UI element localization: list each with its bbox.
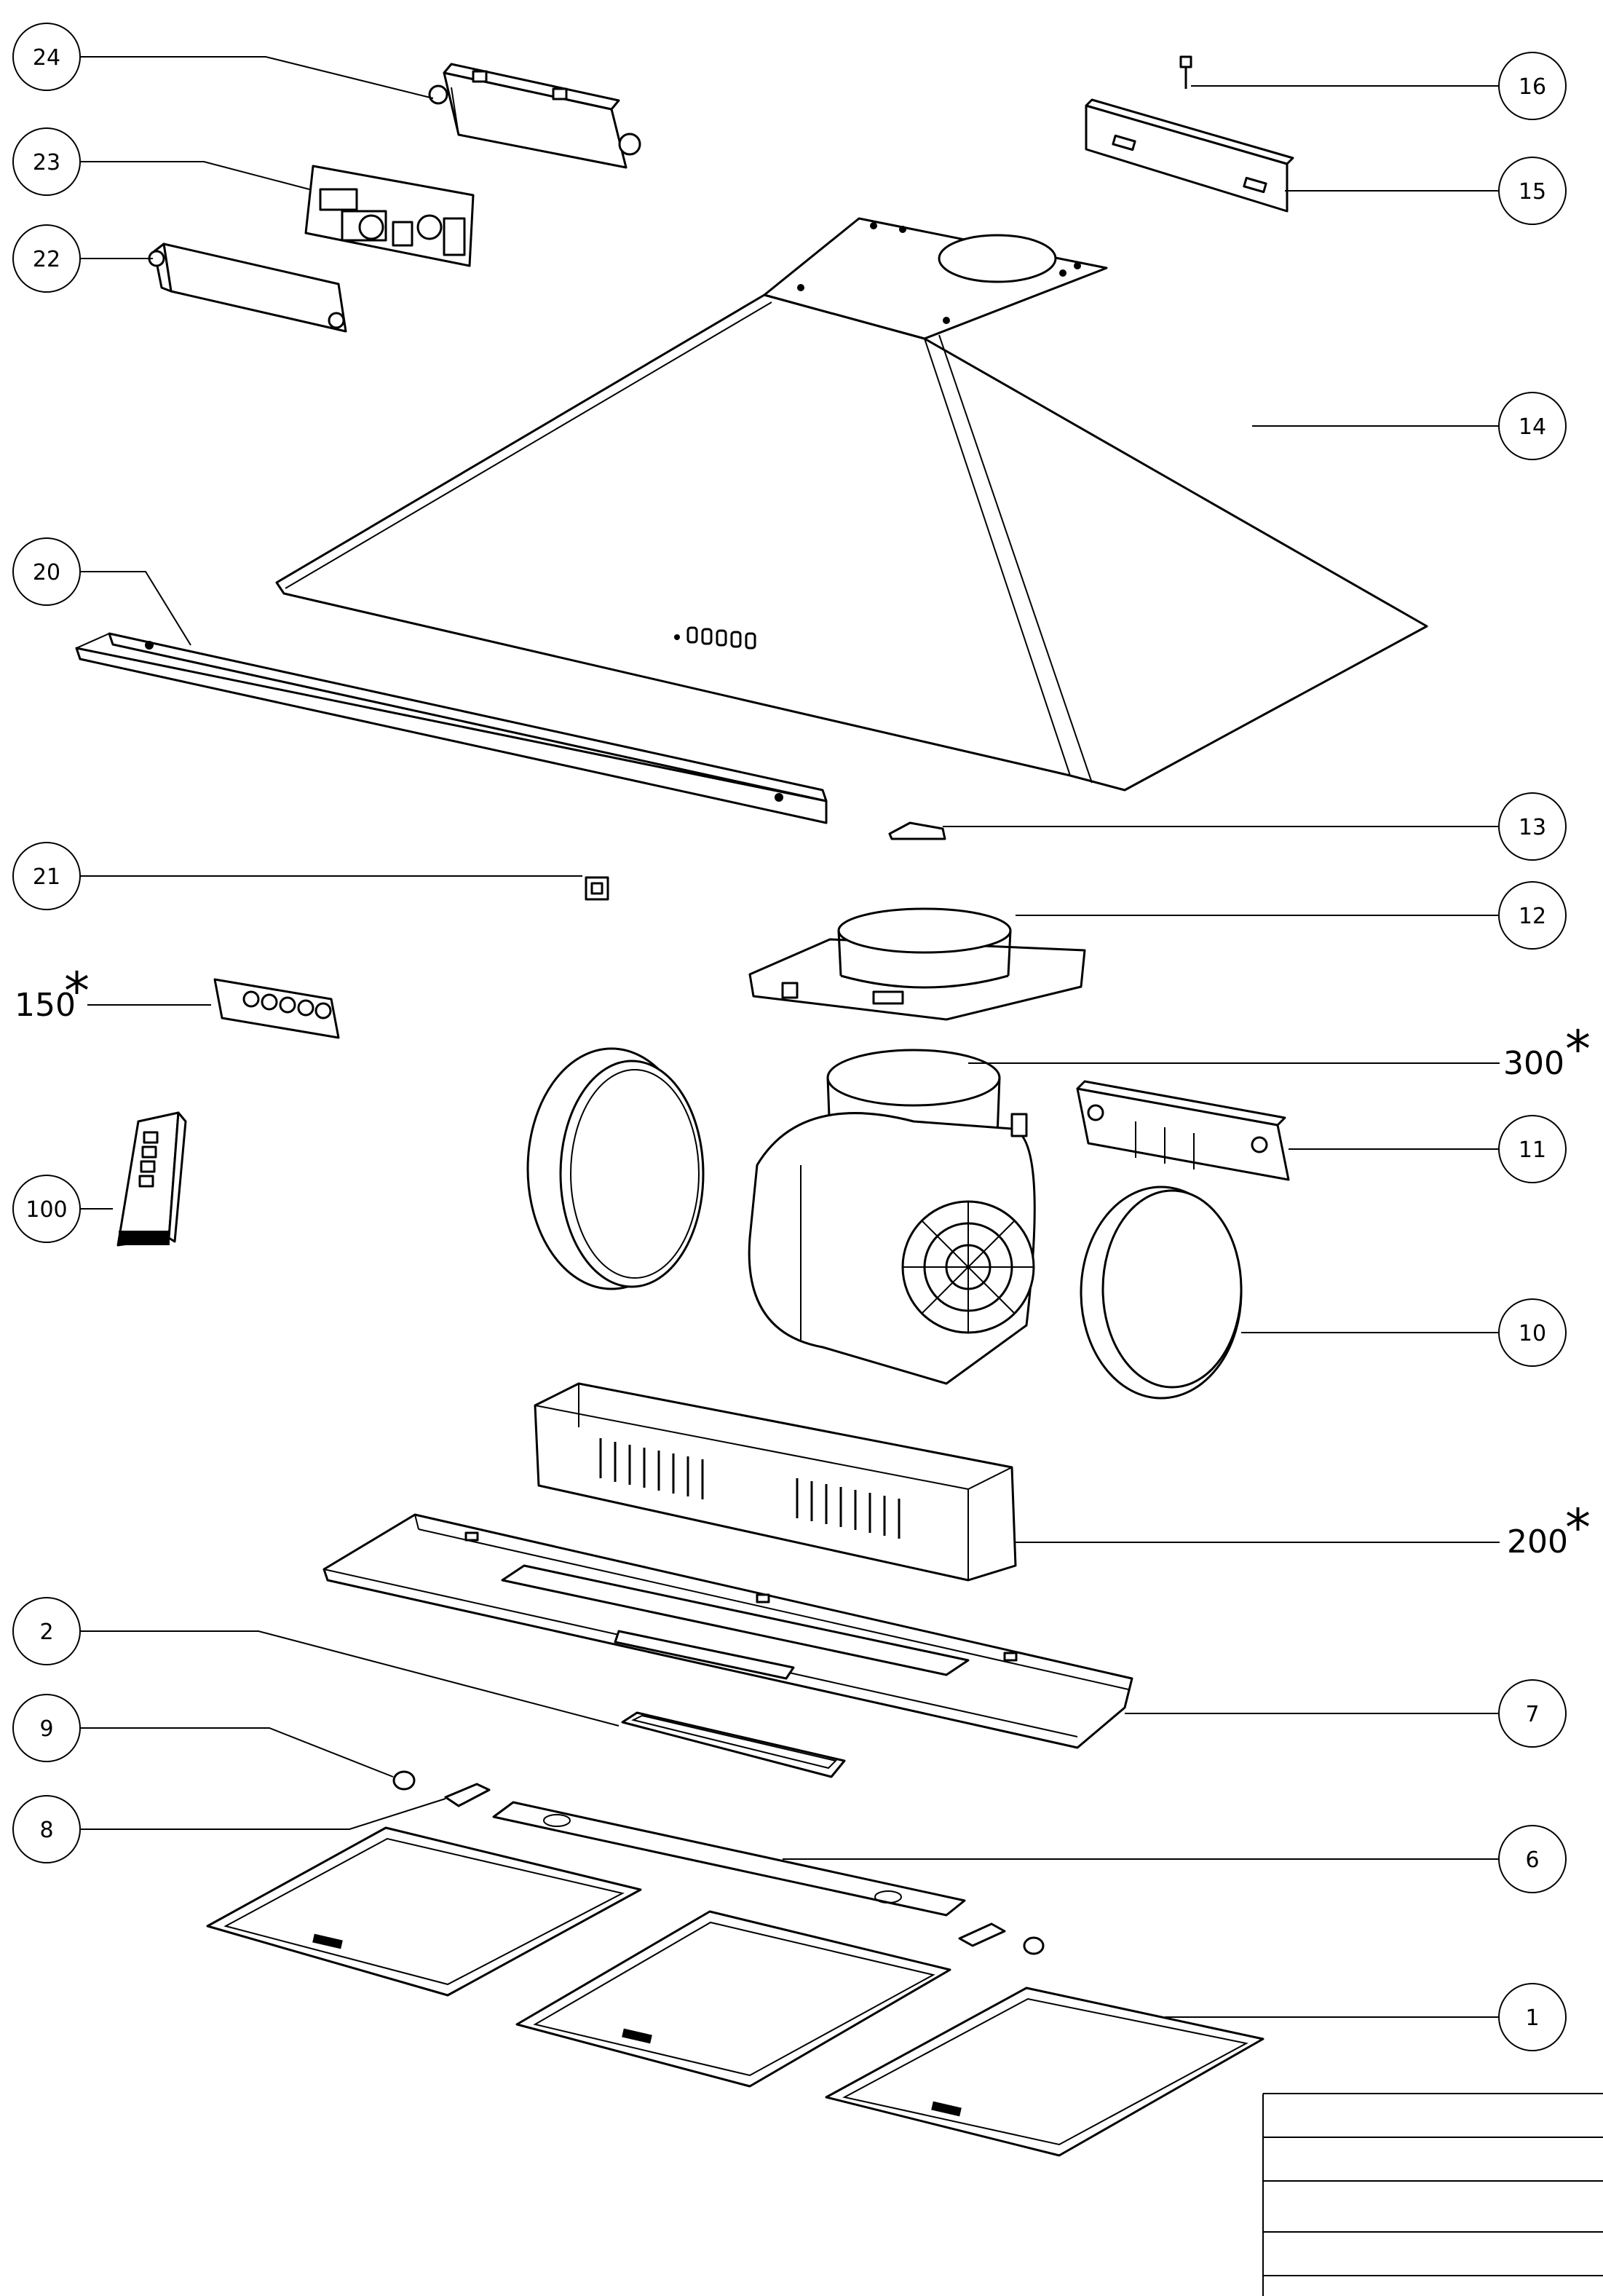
part-8-clip-right: [958, 1922, 1006, 1947]
callout-23: 23: [12, 127, 81, 196]
part-20-rail: [75, 632, 828, 824]
part-10-filter-left: [526, 1047, 705, 1290]
callout-24: 24: [12, 23, 81, 91]
title-block: [1262, 2093, 1603, 2296]
part-9-cap-right: [1023, 1936, 1045, 1955]
part-1-grease-filter-right: [825, 1987, 1264, 2157]
callout-100: 100: [12, 1175, 81, 1243]
svg-text:13: 13: [1519, 815, 1546, 840]
svg-text:12: 12: [1519, 904, 1546, 929]
callout-7: 7: [1498, 1679, 1567, 1748]
svg-text:7: 7: [1525, 1702, 1539, 1727]
part-6-front-strip: [492, 1801, 966, 1917]
callout-14: 14: [1498, 392, 1567, 460]
svg-text:21: 21: [33, 864, 60, 890]
part-22-cover: [148, 242, 347, 333]
callout-22: 22: [12, 224, 81, 293]
svg-text:10: 10: [1519, 1321, 1546, 1346]
part-100-remote: [116, 1111, 187, 1247]
callout-9: 9: [12, 1694, 81, 1762]
callout-8: 8: [12, 1795, 81, 1863]
part-21-switch: [585, 876, 609, 901]
callout-20: 20: [12, 537, 81, 606]
part-12-mounting-plate: [748, 907, 1086, 1021]
part-7-base-frame: [322, 1513, 1133, 1749]
part-10-filter-right: [1080, 1186, 1243, 1400]
svg-text:300: 300: [1503, 1045, 1564, 1082]
callout-21: 21: [12, 842, 81, 910]
label-300: 300 *: [1503, 1019, 1591, 1082]
svg-text:100: 100: [25, 1197, 67, 1223]
callout-11: 11: [1498, 1115, 1567, 1183]
part-300-blower: [748, 1049, 1036, 1385]
svg-text:23: 23: [33, 150, 60, 175]
svg-text:1: 1: [1525, 2005, 1539, 2031]
svg-text:2: 2: [39, 1620, 53, 1645]
svg-text:*: *: [1565, 1498, 1591, 1558]
svg-text:15: 15: [1519, 179, 1546, 205]
svg-text:200: 200: [1507, 1523, 1568, 1561]
svg-text:24: 24: [33, 45, 60, 71]
part-9-cap-left: [392, 1770, 416, 1791]
leader-lines: [80, 56, 1500, 2018]
part-2-lens: [621, 1711, 846, 1778]
svg-text:6: 6: [1525, 1847, 1539, 1873]
svg-text:11: 11: [1519, 1137, 1546, 1163]
callout-2: 2: [12, 1597, 81, 1665]
callout-15: 15: [1498, 157, 1567, 225]
callout-12: 12: [1498, 881, 1567, 950]
svg-text:20: 20: [33, 560, 60, 585]
part-11-bracket: [1076, 1080, 1290, 1181]
callout-6: 6: [1498, 1825, 1567, 1893]
part-16-screw: [1179, 55, 1192, 89]
part-150-control-board: [213, 978, 340, 1039]
svg-text:14: 14: [1519, 414, 1546, 440]
part-1-grease-filter-left: [206, 1826, 642, 1997]
callout-13: 13: [1498, 792, 1567, 861]
part-1-grease-filter-middle: [515, 1910, 951, 2088]
part-13-clip: [888, 821, 946, 840]
svg-text:16: 16: [1519, 74, 1546, 100]
part-24-bracket: [428, 63, 641, 169]
part-15-top-bracket: [1085, 98, 1294, 213]
callout-16: 16: [1498, 52, 1567, 120]
callout-1: 1: [1498, 1983, 1567, 2051]
label-150: 150 *: [15, 961, 90, 1024]
svg-text:8: 8: [39, 1818, 53, 1843]
svg-text:9: 9: [39, 1716, 53, 1742]
part-8-clip-left: [444, 1783, 491, 1807]
part-23-pcb: [304, 165, 475, 267]
svg-text:*: *: [1565, 1019, 1591, 1079]
part-14-hood-canopy: [275, 217, 1428, 792]
part-200-light-box: [534, 1382, 1017, 1582]
svg-text:*: *: [64, 961, 90, 1021]
callout-10: 10: [1498, 1298, 1567, 1367]
svg-text:22: 22: [33, 247, 60, 272]
label-200: 200 *: [1507, 1498, 1591, 1561]
svg-text:150: 150: [15, 987, 76, 1024]
